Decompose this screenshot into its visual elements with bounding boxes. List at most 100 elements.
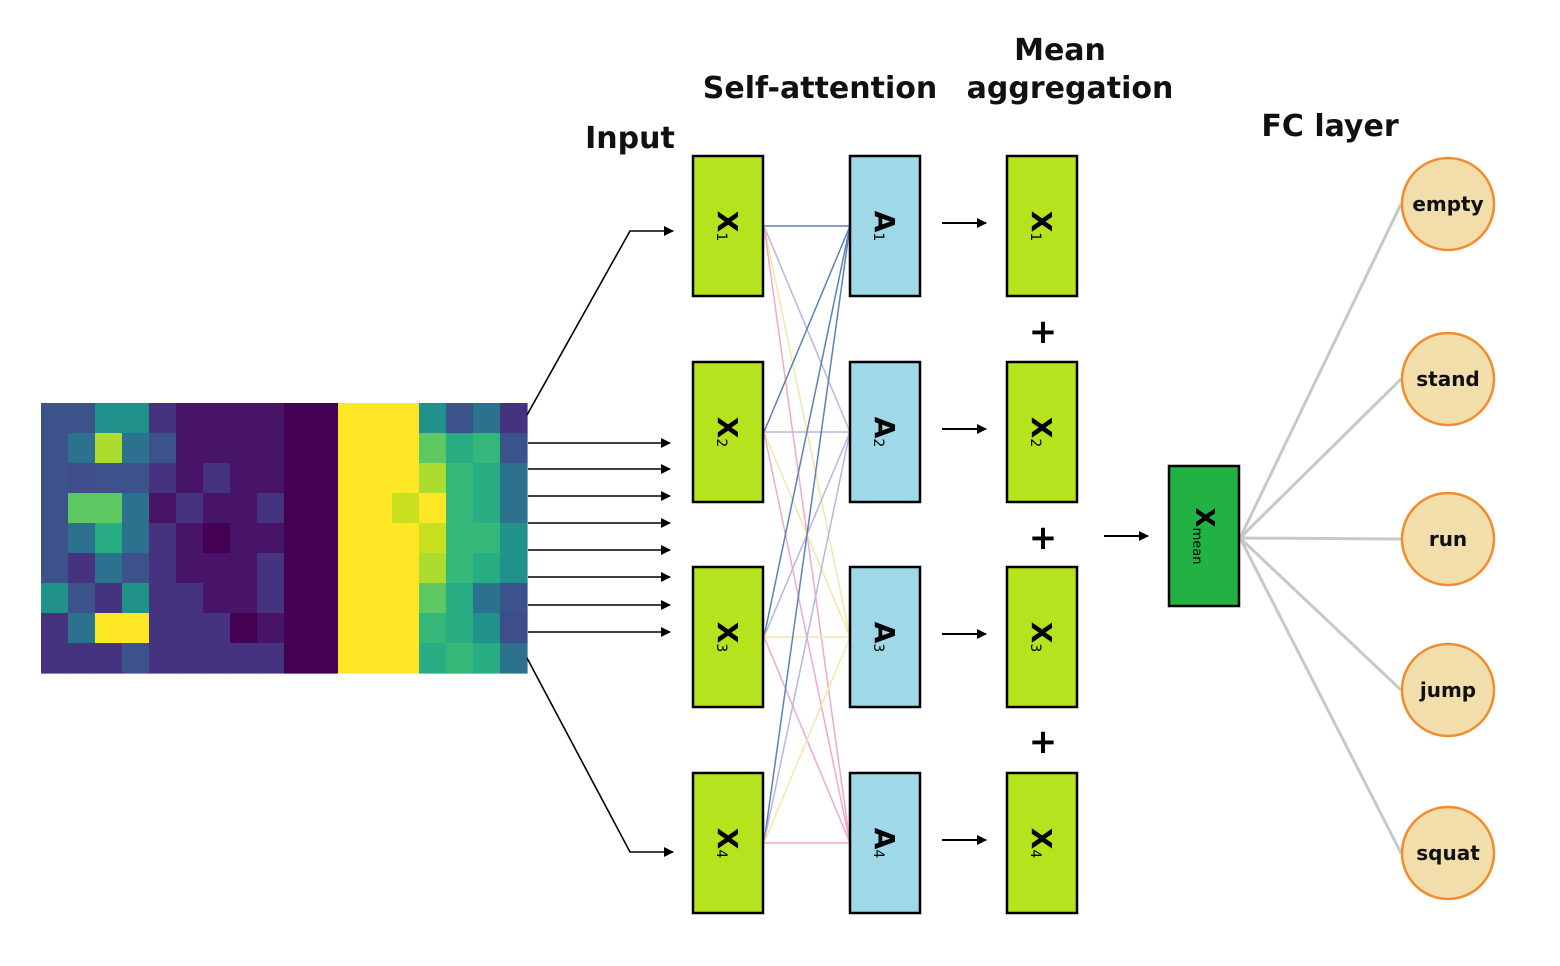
- heatmap-cell: [95, 403, 123, 434]
- input-block-3-label: X3: [712, 622, 745, 653]
- fc-link: [1238, 203, 1403, 539]
- heatmap-cell: [365, 493, 393, 524]
- heatmap-cell: [392, 553, 420, 584]
- heatmap-cell: [311, 643, 339, 674]
- heatmap-cell: [311, 463, 339, 494]
- heatmap-cell: [257, 583, 285, 614]
- heatmap-cell: [338, 493, 366, 524]
- heatmap-cell: [68, 643, 96, 674]
- heatmap-cell: [122, 433, 150, 464]
- output-node-run: run: [1400, 491, 1496, 587]
- heatmap-cell: [149, 433, 177, 464]
- input-arrow: [526, 657, 674, 857]
- heatmap-cell: [473, 493, 501, 524]
- attention-block-4-label: A4: [869, 828, 902, 859]
- heatmap-cell: [257, 403, 285, 434]
- heatmap-cell: [257, 433, 285, 464]
- heatmap-cell: [473, 523, 501, 554]
- heatmap-cell: [149, 463, 177, 494]
- heatmap-cell: [365, 643, 393, 674]
- heatmap-cell: [203, 583, 231, 614]
- mean-aggregation-header-line1: Mean: [1014, 33, 1106, 68]
- input-block-1: X1: [691, 154, 765, 298]
- heatmap-cell: [68, 583, 96, 614]
- heatmap-cell: [176, 523, 204, 554]
- heatmap-cell: [203, 613, 231, 644]
- heatmap-cell: [176, 433, 204, 464]
- heatmap-cell: [41, 523, 69, 554]
- heatmap-cell: [41, 433, 69, 464]
- heatmap-cell: [419, 583, 447, 614]
- heatmap-cell: [95, 463, 123, 494]
- heatmap-cell: [500, 403, 528, 434]
- heatmap-cell: [446, 643, 474, 674]
- heatmap-cell: [365, 433, 393, 464]
- heatmap-cell: [122, 523, 150, 554]
- heatmap-cell: [500, 433, 528, 464]
- attention-link: [763, 225, 851, 638]
- aggregation-block-1-label: X1: [1026, 211, 1059, 242]
- heatmap-cell: [419, 463, 447, 494]
- heatmap-cell: [122, 643, 150, 674]
- heatmap-cell: [473, 583, 501, 614]
- heatmap-cell: [446, 493, 474, 524]
- heatmap-cell: [473, 403, 501, 434]
- heatmap-cell: [500, 643, 528, 674]
- heatmap-cell: [392, 463, 420, 494]
- heatmap-cell: [446, 613, 474, 644]
- heatmap-cell: [257, 493, 285, 524]
- plus-sign: +: [1029, 518, 1058, 558]
- output-node-stand: stand: [1400, 331, 1496, 427]
- heatmap-cell: [284, 643, 312, 674]
- heatmap-cell: [176, 463, 204, 494]
- plus-sign: +: [1029, 312, 1058, 352]
- heatmap-cell: [284, 553, 312, 584]
- heatmap-cell: [257, 523, 285, 554]
- heatmap-cell: [95, 553, 123, 584]
- heatmap-cell: [41, 463, 69, 494]
- heatmap-cell: [500, 523, 528, 554]
- heatmap-cell: [122, 463, 150, 494]
- heatmap-cell: [338, 433, 366, 464]
- attention-link: [763, 225, 851, 844]
- heatmap-cell: [446, 523, 474, 554]
- heatmap-cell: [365, 403, 393, 434]
- heatmap-cell: [176, 613, 204, 644]
- heatmap-cell: [122, 403, 150, 434]
- heatmap-cell: [68, 523, 96, 554]
- heatmap-cell: [176, 643, 204, 674]
- input-block-3: X3: [691, 565, 765, 709]
- heatmap-cell: [311, 583, 339, 614]
- heatmap-cell: [95, 643, 123, 674]
- input-arrows: [526, 226, 674, 857]
- self-attention-header: Self-attention: [702, 71, 938, 106]
- heatmap-cell: [446, 463, 474, 494]
- heatmap-cell: [230, 523, 258, 554]
- mean-block-label: Xmean: [1189, 508, 1219, 565]
- heatmap-cell: [500, 613, 528, 644]
- output-label: empty: [1412, 192, 1483, 216]
- aggregation-block-3: X3: [1005, 565, 1079, 709]
- attention-link: [763, 431, 851, 844]
- heatmap-cell: [419, 523, 447, 554]
- mean-aggregation-header-line2: aggregation: [966, 71, 1174, 106]
- mean-block: Xmean: [1167, 464, 1241, 608]
- heatmap-cell: [365, 523, 393, 554]
- heatmap-cell: [419, 643, 447, 674]
- heatmap-cell: [230, 433, 258, 464]
- attention-connections: [763, 225, 851, 844]
- heatmap-cell: [392, 613, 420, 644]
- input-block-4: X4: [691, 771, 765, 915]
- heatmap-cell: [257, 553, 285, 584]
- attention-link: [763, 636, 851, 844]
- heatmap-cell: [203, 523, 231, 554]
- heatmap-cell: [473, 613, 501, 644]
- heatmap-cell: [392, 583, 420, 614]
- heatmap-cell: [149, 583, 177, 614]
- aggregation-block-4: X4: [1005, 771, 1079, 915]
- heatmap-cell: [365, 613, 393, 644]
- attention-block-1: A1: [848, 154, 922, 298]
